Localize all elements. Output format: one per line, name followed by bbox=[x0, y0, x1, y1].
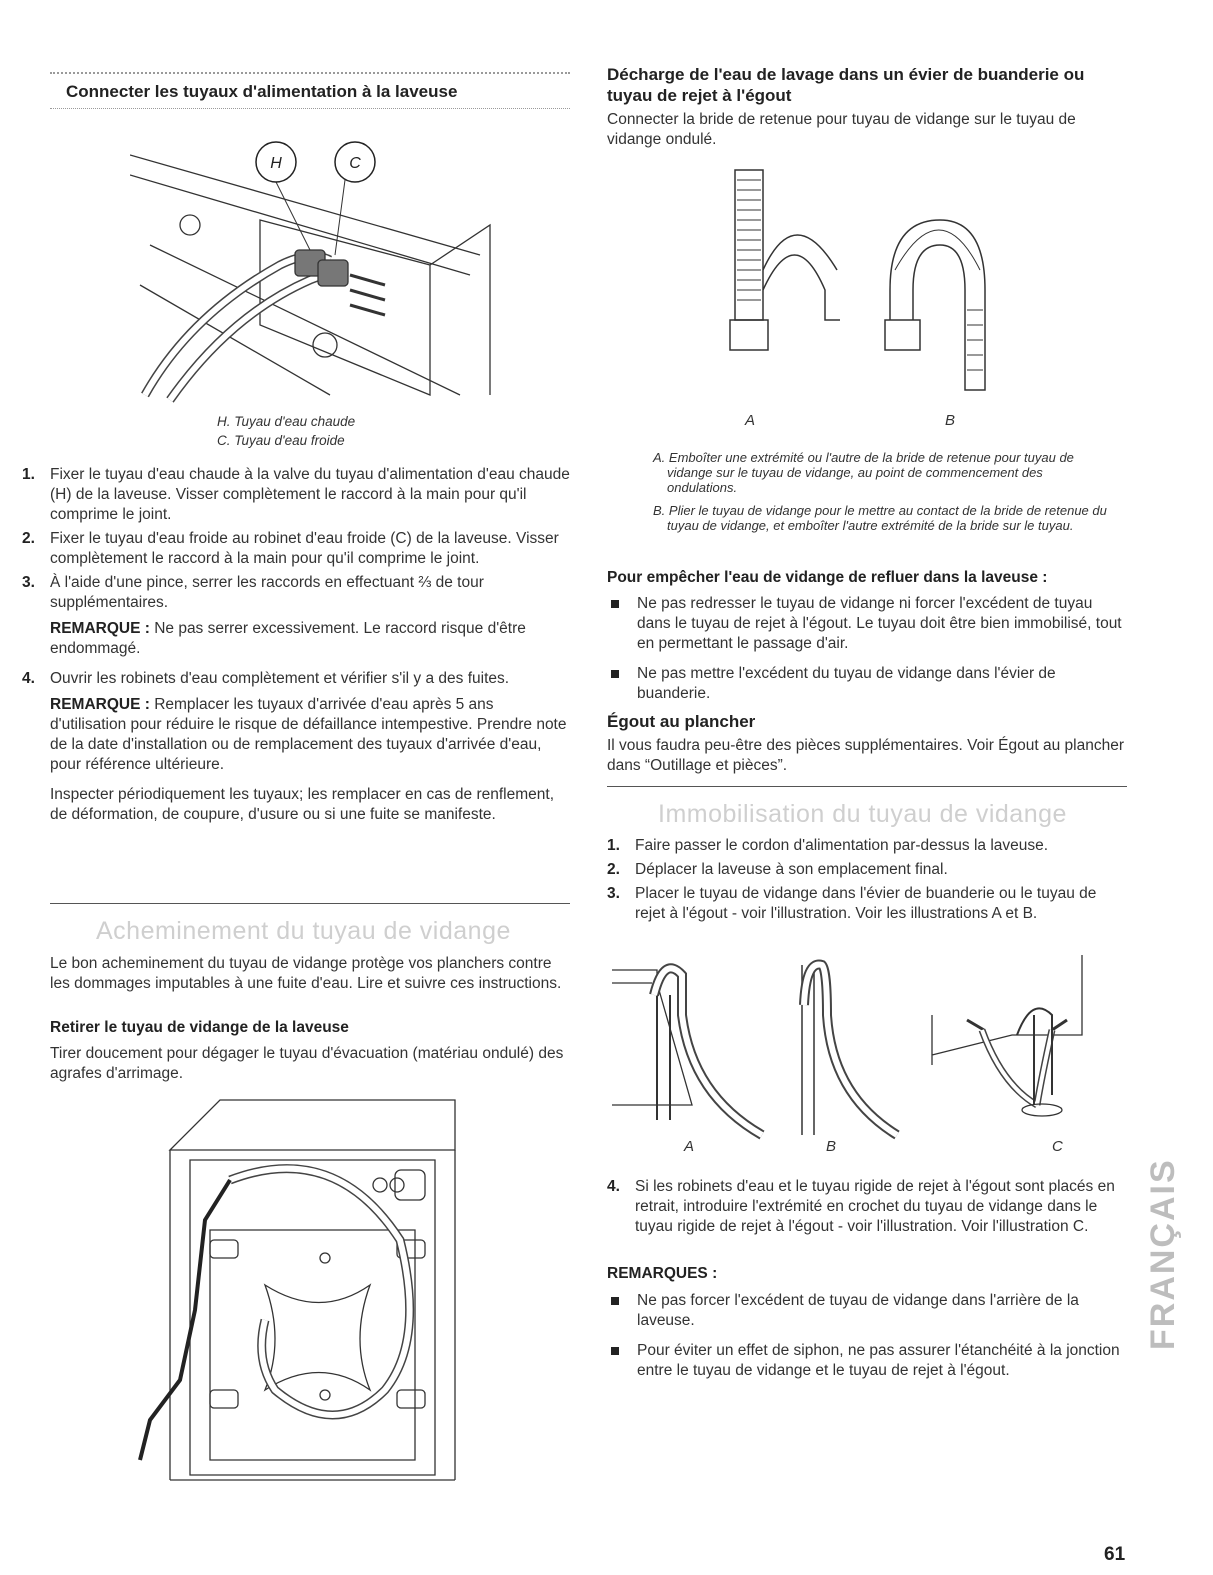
hose-connection-illustration: H C bbox=[130, 141, 491, 403]
label-h: H bbox=[270, 155, 282, 172]
side-language-tab: FRANÇAIS bbox=[1144, 1158, 1182, 1350]
secure-step4: 4.Si les robinets d'eau et le tuyau rigi… bbox=[607, 1177, 1127, 1241]
prevent-backflow-list: Ne pas redresser le tuyau de vidange ni … bbox=[607, 594, 1127, 714]
section-title-drain-routing: Acheminement du tuyau de vidange bbox=[96, 917, 511, 945]
caption-cold: C. Tuyau d'eau froide bbox=[217, 433, 345, 448]
section-title-connect-hoses: Connecter les tuyaux d'alimentation à la… bbox=[66, 82, 458, 101]
step-item: 3.À l'aide d'une pince, serrer les racco… bbox=[22, 574, 484, 611]
clip-label-a: A bbox=[745, 412, 756, 429]
drain-routing-intro: Le bon acheminement du tuyau de vidange … bbox=[50, 955, 562, 992]
washer-back-illustration bbox=[138, 1099, 456, 1481]
list-item: Pour éviter un effet de siphon, ne pas a… bbox=[607, 1341, 1127, 1381]
connect-steps-list: 1.Fixer le tuyau d'eau chaude à la valve… bbox=[22, 465, 570, 835]
section-title-secure-drain: Immobilisation du tuyau de vidange bbox=[658, 800, 1067, 828]
label-c: C bbox=[349, 155, 361, 172]
secure-steps-list: 1.Faire passer le cordon d'alimentation … bbox=[607, 836, 1127, 928]
floor-drain-text: Il vous faudra peu-être des pièces suppl… bbox=[607, 737, 1124, 774]
caption-clip-b: B. Plier le tuyau de vidange pour le met… bbox=[653, 503, 1107, 533]
label-h-circle bbox=[255, 141, 297, 183]
note-step4-extra: Inspecter périodiquement les tuyaux; les… bbox=[50, 786, 555, 823]
step-item: 2.Déplacer la laveuse à son emplacement … bbox=[607, 861, 948, 878]
page-number: 61 bbox=[1104, 1544, 1126, 1565]
subtitle-floor-drain: Égout au plancher bbox=[607, 712, 756, 731]
label-c-circle bbox=[334, 141, 376, 183]
title-underline-left bbox=[50, 108, 570, 109]
remarques-list: Ne pas forcer l'excédent de tuyau de vid… bbox=[607, 1291, 1127, 1391]
section-divider-left bbox=[50, 903, 570, 904]
drain-hose-clip-illustration bbox=[729, 169, 986, 391]
list-item: Ne pas redresser le tuyau de vidange ni … bbox=[607, 594, 1127, 654]
section-title-drain-discharge: Décharge de l'eau de lavage dans un évie… bbox=[607, 65, 1085, 105]
caption-clip-a: A. Emboîter une extrémité ou l'autre de … bbox=[653, 450, 1074, 495]
step-item: 1.Fixer le tuyau d'eau chaude à la valve… bbox=[22, 466, 570, 523]
drain-placement-illustration bbox=[612, 955, 1083, 1140]
placement-label-b: B bbox=[826, 1138, 837, 1155]
step-item: 4.Si les robinets d'eau et le tuyau rigi… bbox=[607, 1178, 1115, 1235]
note-step3: REMARQUE : Ne pas serrer excessivement. … bbox=[50, 620, 526, 657]
caption-hot: H. Tuyau d'eau chaude bbox=[217, 414, 356, 429]
step-item: 1.Faire passer le cordon d'alimentation … bbox=[607, 837, 1049, 854]
subtitle-prevent-backflow: Pour empêcher l'eau de vidange de reflue… bbox=[607, 569, 1048, 586]
list-item: Ne pas mettre l'excédent du tuyau de vid… bbox=[607, 664, 1127, 704]
clip-label-b: B bbox=[945, 412, 956, 429]
list-item: Ne pas forcer l'excédent de tuyau de vid… bbox=[607, 1291, 1127, 1331]
placement-label-a: A bbox=[684, 1138, 695, 1155]
drain-discharge-text: Connecter la bride de retenue pour tuyau… bbox=[607, 111, 1076, 148]
top-rule-left bbox=[50, 72, 570, 74]
section-divider-right bbox=[607, 786, 1127, 787]
step-item: 3.Placer le tuyau de vidange dans l'évie… bbox=[607, 885, 1097, 922]
step-item: 4.Ouvrir les robinets d'eau complètement… bbox=[22, 670, 510, 687]
note-step4: REMARQUE : Remplacer les tuyaux d'arrivé… bbox=[50, 696, 567, 773]
subtitle-remove-drain-hose: Retirer le tuyau de vidange de la laveus… bbox=[50, 1019, 349, 1036]
step-item: 2.Fixer le tuyau d'eau froide au robinet… bbox=[22, 530, 559, 567]
remove-drain-hose-text: Tirer doucement pour dégager le tuyau d'… bbox=[50, 1045, 564, 1082]
remarques-title: REMARQUES : bbox=[607, 1265, 718, 1282]
side-language-label: FRANÇAIS bbox=[1144, 1158, 1182, 1350]
placement-label-c: C bbox=[1052, 1138, 1063, 1155]
